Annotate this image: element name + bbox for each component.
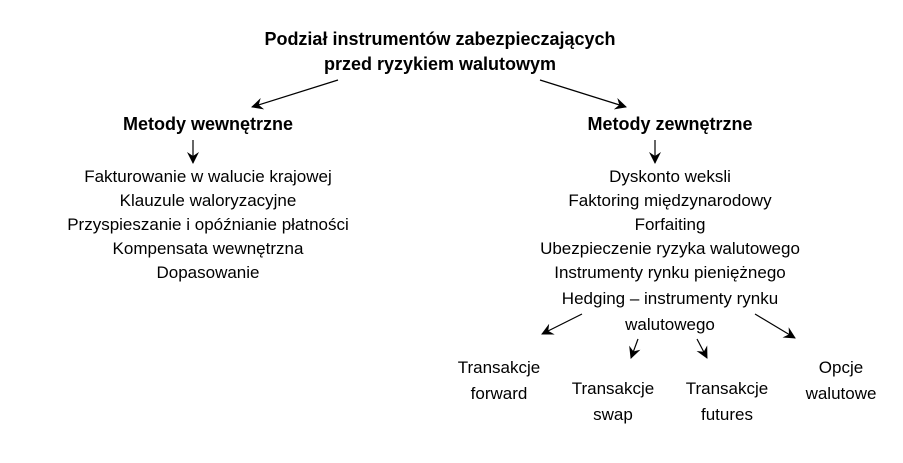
internal-item: Przyspieszanie i opóźnianie płatności	[67, 215, 349, 234]
internal-methods-list: Fakturowanie w walucie krajowej Klauzule…	[67, 167, 349, 282]
internal-item: Kompensata wewnętrzna	[113, 239, 304, 258]
edge-hedging-to-options	[754, 313, 796, 339]
edge-hedging-to-forward	[541, 313, 583, 335]
external-methods-list: Dyskonto weksli Faktoring międzynarodowy…	[540, 167, 800, 334]
hedging-child-forward: Transakcje forward	[458, 358, 541, 403]
hedging-child-options: Opcje walutowe	[805, 358, 877, 403]
external-methods-heading: Metody zewnętrzne	[587, 114, 752, 134]
external-item: Dyskonto weksli	[609, 167, 731, 186]
diagram-title-line1: Podział instrumentów zabezpieczających	[264, 29, 615, 49]
external-item: Forfaiting	[635, 215, 706, 234]
external-item: Hedging – instrumenty rynku	[562, 289, 778, 308]
internal-methods-heading: Metody wewnętrzne	[123, 114, 293, 134]
internal-item: Fakturowanie w walucie krajowej	[84, 167, 332, 186]
external-item: walutowego	[624, 315, 715, 334]
edge-title-to-internal	[251, 79, 339, 110]
internal-item: Klauzule waloryzacyjne	[120, 191, 297, 210]
diagram-title-line2: przed ryzykiem walutowym	[324, 54, 556, 74]
child-label-line1: Opcje	[819, 358, 863, 377]
child-label-line2: futures	[701, 405, 753, 424]
external-item: Ubezpieczenie ryzyka walutowego	[540, 239, 800, 258]
child-label-line2: walutowe	[805, 384, 877, 403]
child-label-line2: forward	[471, 384, 528, 403]
child-label-line1: Transakcje	[686, 379, 769, 398]
internal-item: Dopasowanie	[156, 263, 259, 282]
external-item: Faktoring międzynarodowy	[568, 191, 772, 210]
hedging-child-swap: Transakcje swap	[572, 379, 655, 424]
child-label-line2: swap	[593, 405, 633, 424]
edge-hedging-to-swap	[629, 338, 641, 359]
edge-title-to-external	[539, 79, 627, 110]
child-label-line1: Transakcje	[458, 358, 541, 377]
edge-hedging-to-futures	[696, 338, 708, 359]
child-label-line1: Transakcje	[572, 379, 655, 398]
hedging-child-futures: Transakcje futures	[686, 379, 769, 424]
external-item: Instrumenty rynku pieniężnego	[554, 263, 786, 282]
